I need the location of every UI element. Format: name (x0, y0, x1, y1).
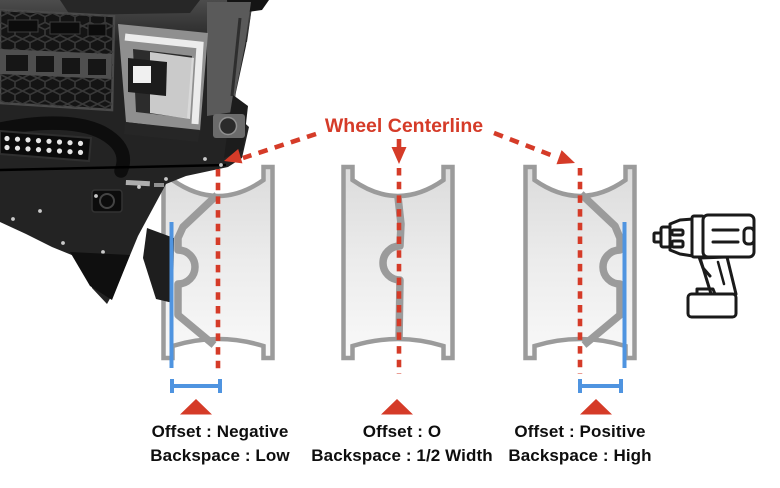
pointer-triangle-middle (381, 399, 413, 415)
centerline-annotations (180, 130, 612, 415)
pointer-triangle-right (580, 399, 612, 415)
offset-text-positive: Offset : Positive (514, 422, 646, 441)
wheel-positive-offset (523, 164, 637, 361)
fog-lamp (213, 114, 245, 138)
impact-wrench-icon (652, 213, 756, 319)
bumper-details (0, 157, 227, 303)
truck-headlight (118, 24, 208, 131)
truck-grille (0, 8, 116, 112)
arrowhead-left (224, 149, 243, 164)
pointer-triangle-left (180, 399, 212, 415)
backspace-text-low: Backspace : Low (150, 445, 290, 465)
hood-scoop (60, 0, 200, 15)
leader-line-right (493, 130, 557, 160)
truck-fender (207, 2, 251, 116)
wheel-cross-sections (161, 164, 637, 361)
arrowhead-middle (391, 147, 407, 164)
wheel-spoke (379, 196, 405, 342)
label-zero-offset: Offset : O Backspace : 1/2 Width (311, 420, 492, 467)
leader-line-left (242, 131, 317, 161)
wheel-barrel (341, 164, 455, 361)
backspace-measures (169, 222, 627, 393)
wheel-barrel (161, 164, 275, 361)
truck-photo (0, 0, 269, 304)
wheel-negative-offset (161, 164, 275, 361)
arrowhead-right (556, 150, 575, 165)
wheel-spoke (174, 192, 220, 348)
backspace-bracket-left (170, 379, 222, 393)
backspace-text-half-width: Backspace : 1/2 Width (311, 445, 493, 465)
wheel-zero-offset (341, 164, 455, 361)
offset-text-negative: Offset : Negative (151, 422, 289, 441)
bull-bar (0, 116, 130, 178)
label-positive-offset: Offset : Positive Backspace : High (508, 420, 651, 467)
backspace-text-high: Backspace : High (508, 445, 652, 465)
led-light-bar (0, 129, 93, 163)
diagram-title: Wheel Centerline (324, 115, 484, 137)
wheel-spoke (578, 191, 624, 348)
offset-text-zero: Offset : O (362, 422, 442, 441)
backspace-bracket-right (578, 379, 623, 393)
label-negative-offset: Offset : Negative Backspace : Low (150, 420, 289, 467)
